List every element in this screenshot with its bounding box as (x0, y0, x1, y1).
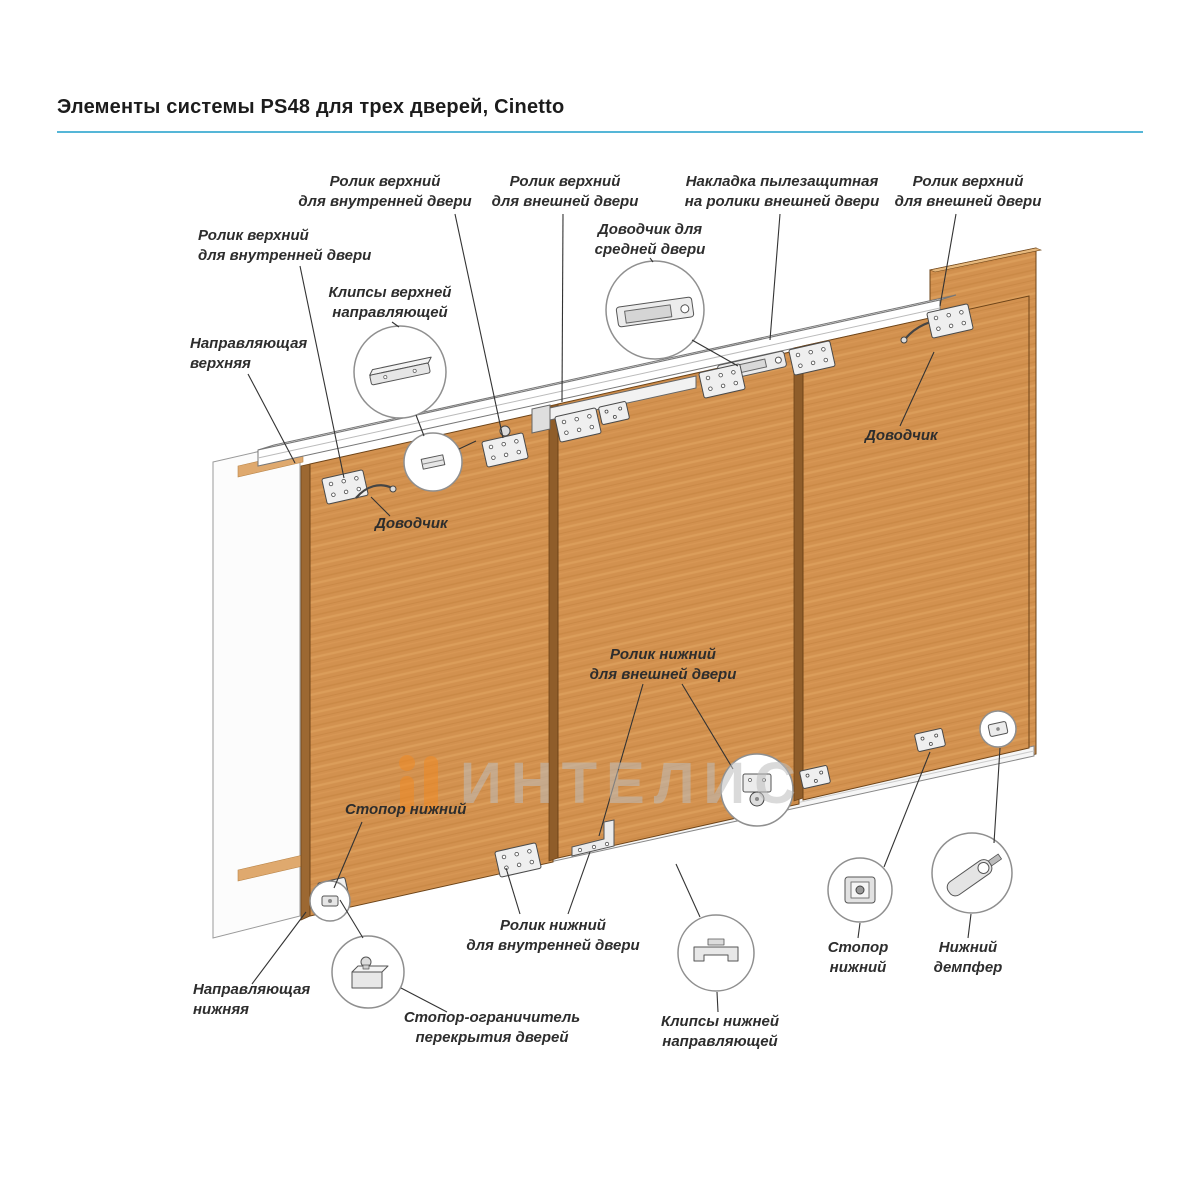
label-dust-cover: Накладка пылезащитная на ролики внешней … (684, 173, 880, 210)
leader-line (899, 351, 935, 427)
closer-arm-left (355, 484, 393, 499)
leader-line (339, 899, 364, 939)
callout-stop-small (309, 880, 351, 922)
leader-line (370, 496, 391, 517)
leader-line (716, 991, 719, 1013)
label-closer-middle: Доводчик для средней двери (594, 221, 706, 258)
callout-stop-limiter (331, 935, 405, 1009)
page-title: Элементы системы PS48 для трех дверей, C… (57, 96, 565, 118)
label-roller-bottom-outer: Ролик нижний для внешней двери (589, 646, 737, 683)
label-guide-top: Направляющая верхняя (190, 335, 308, 372)
leader-line (454, 213, 504, 439)
label-roller-top-outer-a: Ролик верхний для внешней двери (491, 173, 639, 210)
leader-lines (247, 213, 1001, 1013)
callout-closer-middle (605, 260, 705, 360)
bottom-hardware (316, 727, 947, 902)
title-divider (57, 131, 1143, 133)
label-roller-top-outer-b: Ролик верхний для внешней двери (894, 173, 1042, 210)
bottom-bracket (571, 819, 615, 857)
callout-clip-mounted (403, 432, 463, 492)
callout-damper (931, 832, 1013, 914)
label-closer-right: Доводчик (865, 427, 938, 444)
callout-clips-top (353, 325, 447, 419)
label-clips-top: Клипсы верхней направляющей (328, 284, 452, 321)
callout-stop-bottom-right (827, 857, 893, 923)
label-roller-bottom-inner: Ролик нижний для внутренней двери (466, 917, 640, 954)
label-clips-bottom: Клипсы нижней направляющей (660, 1013, 780, 1050)
track-segment (531, 375, 697, 434)
label-guide-bottom: Направляющая нижняя (193, 981, 311, 1018)
door-inner-left (300, 409, 554, 921)
leader-line (769, 213, 781, 341)
leader-line (247, 373, 296, 464)
label-roller-top-inner-b: Ролик верхний для внутренней двери (198, 227, 372, 264)
label-stop-limiter: Стопор-ограничитель перекрытия дверей (403, 1009, 581, 1046)
leader-line (675, 863, 701, 918)
top-hardware (321, 303, 974, 505)
label-roller-top-inner-a: Ролик верхний для внутренней двери (298, 173, 472, 210)
leader-line (415, 414, 425, 437)
leader-line (567, 851, 591, 915)
label-stop-bottom-right: Стопор нижний (827, 939, 889, 976)
leader-line (883, 751, 931, 868)
leader-line (939, 213, 957, 307)
leader-line (458, 440, 477, 450)
leader-line (691, 339, 739, 367)
leader-line (967, 913, 972, 939)
leader-line (649, 257, 654, 263)
leader-line (400, 987, 448, 1013)
leader-line (333, 821, 363, 889)
leader-line (681, 683, 734, 770)
label-stop-bottom-left: Стопор нижний (345, 801, 467, 818)
leader-line (561, 213, 564, 403)
callout-roller-bottom-outer (720, 753, 794, 827)
leader-line (505, 867, 521, 915)
leader-line (598, 683, 644, 837)
leader-line (299, 265, 345, 479)
leader-line (251, 911, 307, 985)
callout-clips-bottom (677, 914, 755, 992)
door-outer-right (793, 295, 1030, 802)
leader-line (857, 922, 861, 939)
door-middle (548, 349, 800, 862)
left-side-panel (212, 441, 304, 939)
leader-line (391, 321, 400, 328)
label-damper-bottom: Нижний демпфер (933, 939, 1003, 976)
label-closer-left: Доводчик (375, 515, 448, 532)
callout-door-stop-mounted (979, 710, 1017, 748)
upper-guide-rail (257, 294, 957, 467)
callouts (309, 260, 1017, 1009)
leader-line (993, 747, 1001, 844)
